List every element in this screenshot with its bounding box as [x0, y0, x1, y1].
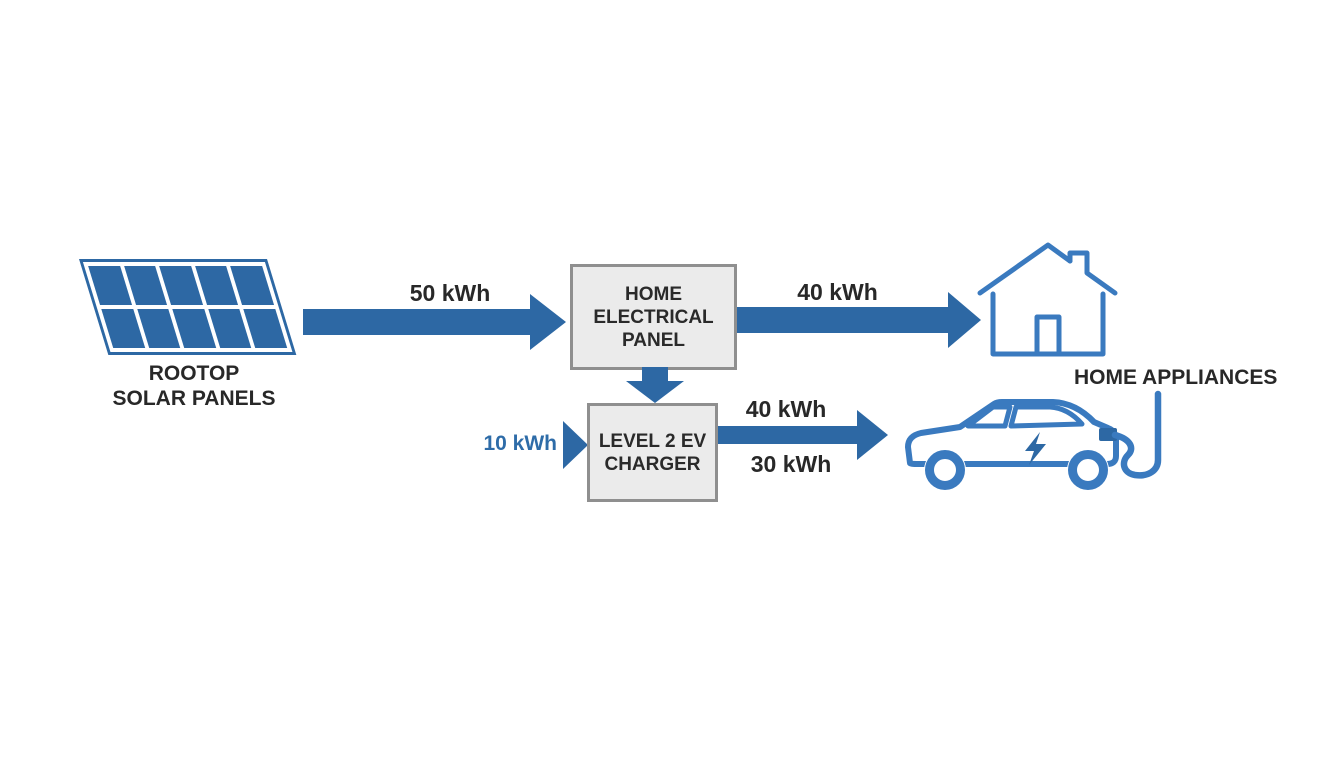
arrow-shaft	[303, 309, 530, 335]
solar-to-panel-arrow	[303, 294, 566, 350]
panel-box-line3: PANEL	[622, 329, 685, 351]
flow-label-charger-to-ev-bottom: 30 kWh	[750, 451, 832, 477]
house-icon	[977, 242, 1118, 357]
ev-car-charging-icon	[905, 390, 1162, 491]
solar-panel-label-line2: SOLAR PANELS	[112, 387, 276, 410]
solar-panel-label-line1: ROOTOP	[148, 362, 240, 385]
charger-box-line1: LEVEL 2 EV	[598, 430, 707, 452]
home-electrical-panel-box: HOME ELECTRICAL PANEL	[570, 264, 737, 370]
flow-label-solar-to-panel: 50 kWh	[409, 280, 491, 306]
lightning-bolt-icon	[1025, 432, 1046, 465]
arrow-shaft	[642, 367, 668, 383]
arrow-head	[857, 410, 888, 460]
charge-port	[1099, 428, 1117, 441]
panel-to-charger-arrow	[626, 367, 684, 403]
flow-label-panel-to-appliances: 40 kWh	[797, 279, 878, 305]
solar-panel-icon	[79, 259, 297, 355]
arrow-shaft	[737, 307, 948, 333]
arrow-head	[530, 294, 566, 350]
charger-box-line2: CHARGER	[604, 453, 701, 475]
flow-label-charger-to-ev-top: 40 kWh	[745, 396, 827, 422]
car-front-window	[965, 404, 1013, 429]
panel-box-line2: ELECTRICAL	[593, 306, 714, 328]
solar-panel-label: ROOTOP SOLAR PANELS	[88, 361, 300, 411]
charging-cable	[1111, 390, 1162, 479]
arrow-shaft	[718, 426, 857, 444]
panel-to-appliances-arrow	[737, 292, 981, 348]
charger-to-ev-arrow	[718, 410, 888, 460]
panel-box-line1: HOME	[625, 283, 682, 305]
arrow-head	[948, 292, 981, 348]
level2-ev-charger-box: LEVEL 2 EV CHARGER	[587, 403, 718, 502]
front-wheel	[925, 450, 965, 490]
flow-label-grid-to-charger: 10 kWh	[483, 432, 557, 455]
grid-to-charger-arrow	[563, 421, 588, 469]
rear-wheel	[1068, 450, 1108, 490]
home-appliances-label: HOME APPLIANCES	[1074, 366, 1278, 389]
car-rear-window	[1008, 404, 1085, 429]
arrow-head	[626, 381, 684, 403]
